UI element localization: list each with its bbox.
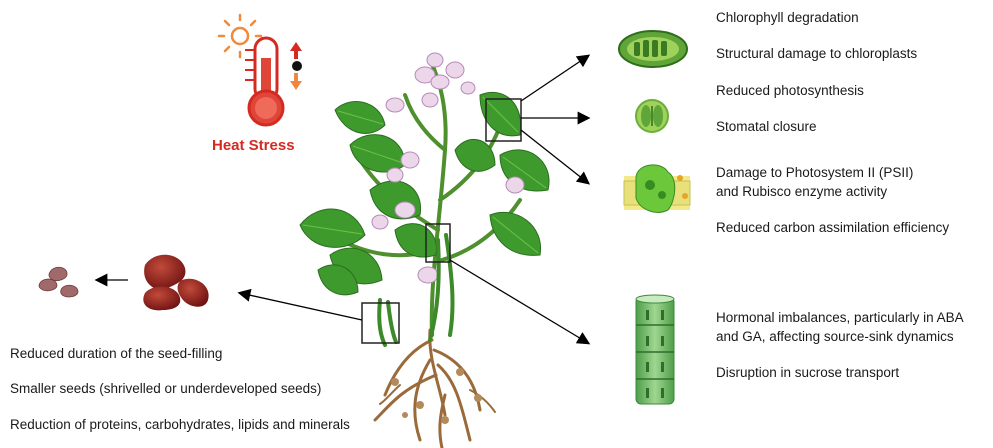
effect-psii-damage-line2: and Rubisco enzyme activity: [716, 183, 887, 201]
photosystem-icon: [624, 165, 690, 212]
chloroplast-icon: [619, 31, 687, 67]
effect-hormonal-imbalance-line1: Hormonal imbalances, particularly in ABA: [716, 309, 964, 327]
effect-chlorophyll-degradation: Chlorophyll degradation: [716, 9, 859, 27]
stomata-icon: [636, 100, 668, 132]
effect-chloroplast-damage: Structural damage to chloroplasts: [716, 45, 917, 63]
effect-reduced-photosynthesis: Reduced photosynthesis: [716, 82, 864, 100]
effect-nutrient-reduction: Reduction of proteins, carbohydrates, li…: [10, 416, 350, 434]
effect-stomatal-closure: Stomatal closure: [716, 118, 817, 136]
thermometer-icon: [245, 38, 302, 125]
heat-stress-label: Heat Stress: [212, 137, 295, 154]
phloem-tube-icon: [636, 295, 674, 404]
effect-seed-filling: Reduced duration of the seed-filling: [10, 345, 222, 363]
effect-hormonal-imbalance-line2: and GA, affecting source-sink dynamics: [716, 328, 954, 346]
effect-carbon-assimilation: Reduced carbon assimilation efficiency: [716, 219, 949, 237]
effect-psii-damage-line1: Damage to Photosystem II (PSII): [716, 164, 913, 182]
small-bean-icon: [39, 267, 78, 297]
plant-leaves: [300, 92, 549, 294]
effect-sucrose-transport: Disruption in sucrose transport: [716, 364, 899, 382]
kidney-bean-icon: [143, 255, 208, 311]
effect-smaller-seeds: Smaller seeds (shrivelled or underdevelo…: [10, 380, 321, 398]
plant-roots: [375, 330, 495, 448]
